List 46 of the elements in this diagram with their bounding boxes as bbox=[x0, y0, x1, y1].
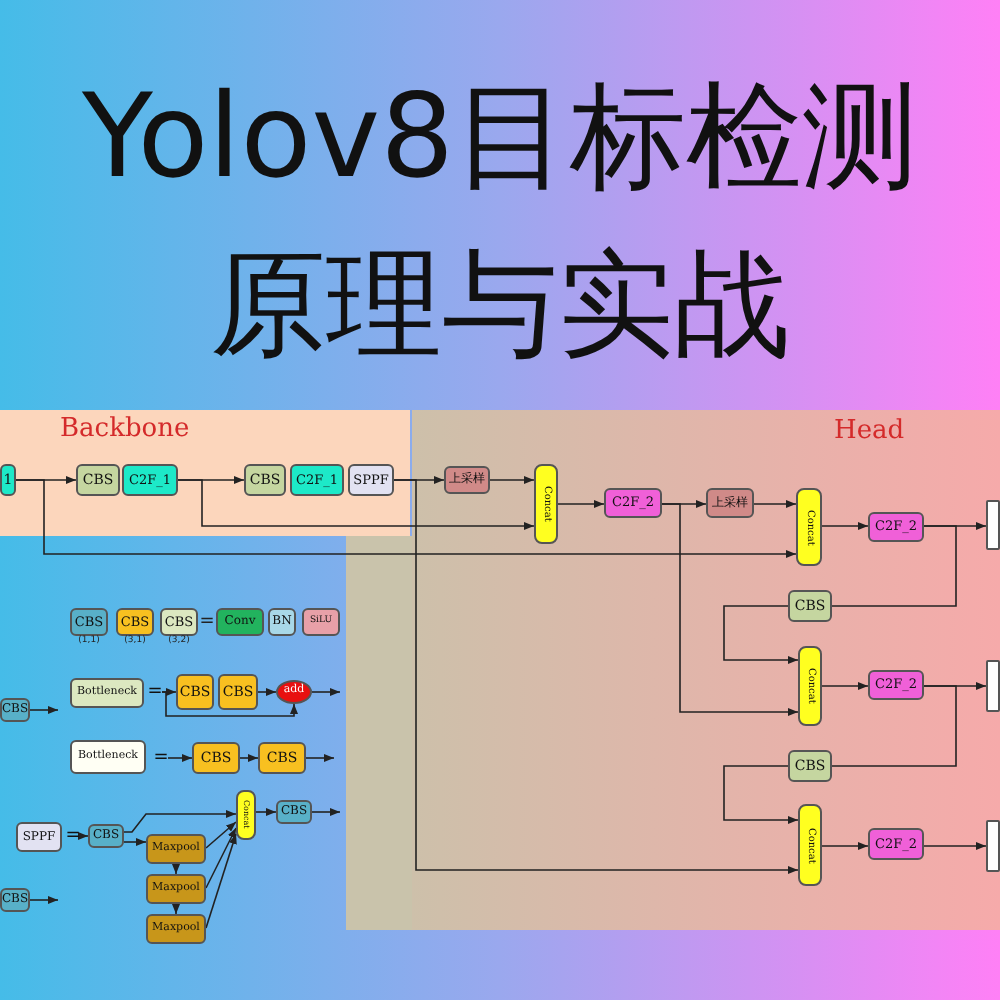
equals-sign: = bbox=[200, 609, 214, 635]
arrow bbox=[78, 832, 89, 840]
arrow bbox=[661, 503, 799, 716]
arrow bbox=[489, 476, 535, 484]
panel-title: Head bbox=[834, 416, 905, 446]
connector-line bbox=[831, 685, 957, 767]
output-box bbox=[986, 820, 1000, 872]
arrow bbox=[205, 827, 237, 889]
arrow bbox=[557, 500, 605, 508]
arrow bbox=[15, 479, 797, 558]
equals-sign: = bbox=[154, 746, 168, 770]
arrow bbox=[172, 863, 180, 875]
arrow bbox=[723, 765, 799, 824]
arrow bbox=[753, 500, 797, 508]
arrow bbox=[172, 903, 180, 915]
arrow bbox=[311, 808, 341, 816]
arrow bbox=[723, 605, 799, 664]
arrow bbox=[161, 691, 298, 717]
arrow bbox=[167, 754, 193, 762]
arrow bbox=[821, 522, 869, 530]
arrow bbox=[821, 842, 869, 850]
arrow bbox=[29, 706, 59, 714]
backbone-panel bbox=[0, 410, 410, 536]
output-box bbox=[986, 500, 1000, 550]
head-panel bbox=[412, 410, 1000, 930]
arrow bbox=[305, 754, 335, 762]
equals-sign: = bbox=[66, 824, 80, 848]
title: Yolov8目标检测原理与实战 bbox=[79, 66, 921, 376]
arrow bbox=[393, 479, 799, 874]
arrow bbox=[239, 754, 259, 762]
connector-line bbox=[831, 525, 957, 607]
output-box bbox=[986, 660, 1000, 712]
arrow bbox=[923, 842, 987, 850]
arrow bbox=[205, 833, 237, 929]
arrow bbox=[257, 688, 277, 696]
arrow bbox=[177, 479, 535, 530]
arrow bbox=[821, 682, 869, 690]
arrow bbox=[123, 810, 237, 833]
arrow bbox=[255, 808, 277, 816]
arrow bbox=[123, 838, 147, 846]
arrow bbox=[161, 688, 177, 696]
arrow bbox=[29, 896, 59, 904]
equals-sign: = bbox=[148, 680, 162, 704]
arrow bbox=[205, 821, 237, 849]
arrow bbox=[311, 688, 341, 696]
panel-title: Backbone bbox=[60, 414, 190, 444]
